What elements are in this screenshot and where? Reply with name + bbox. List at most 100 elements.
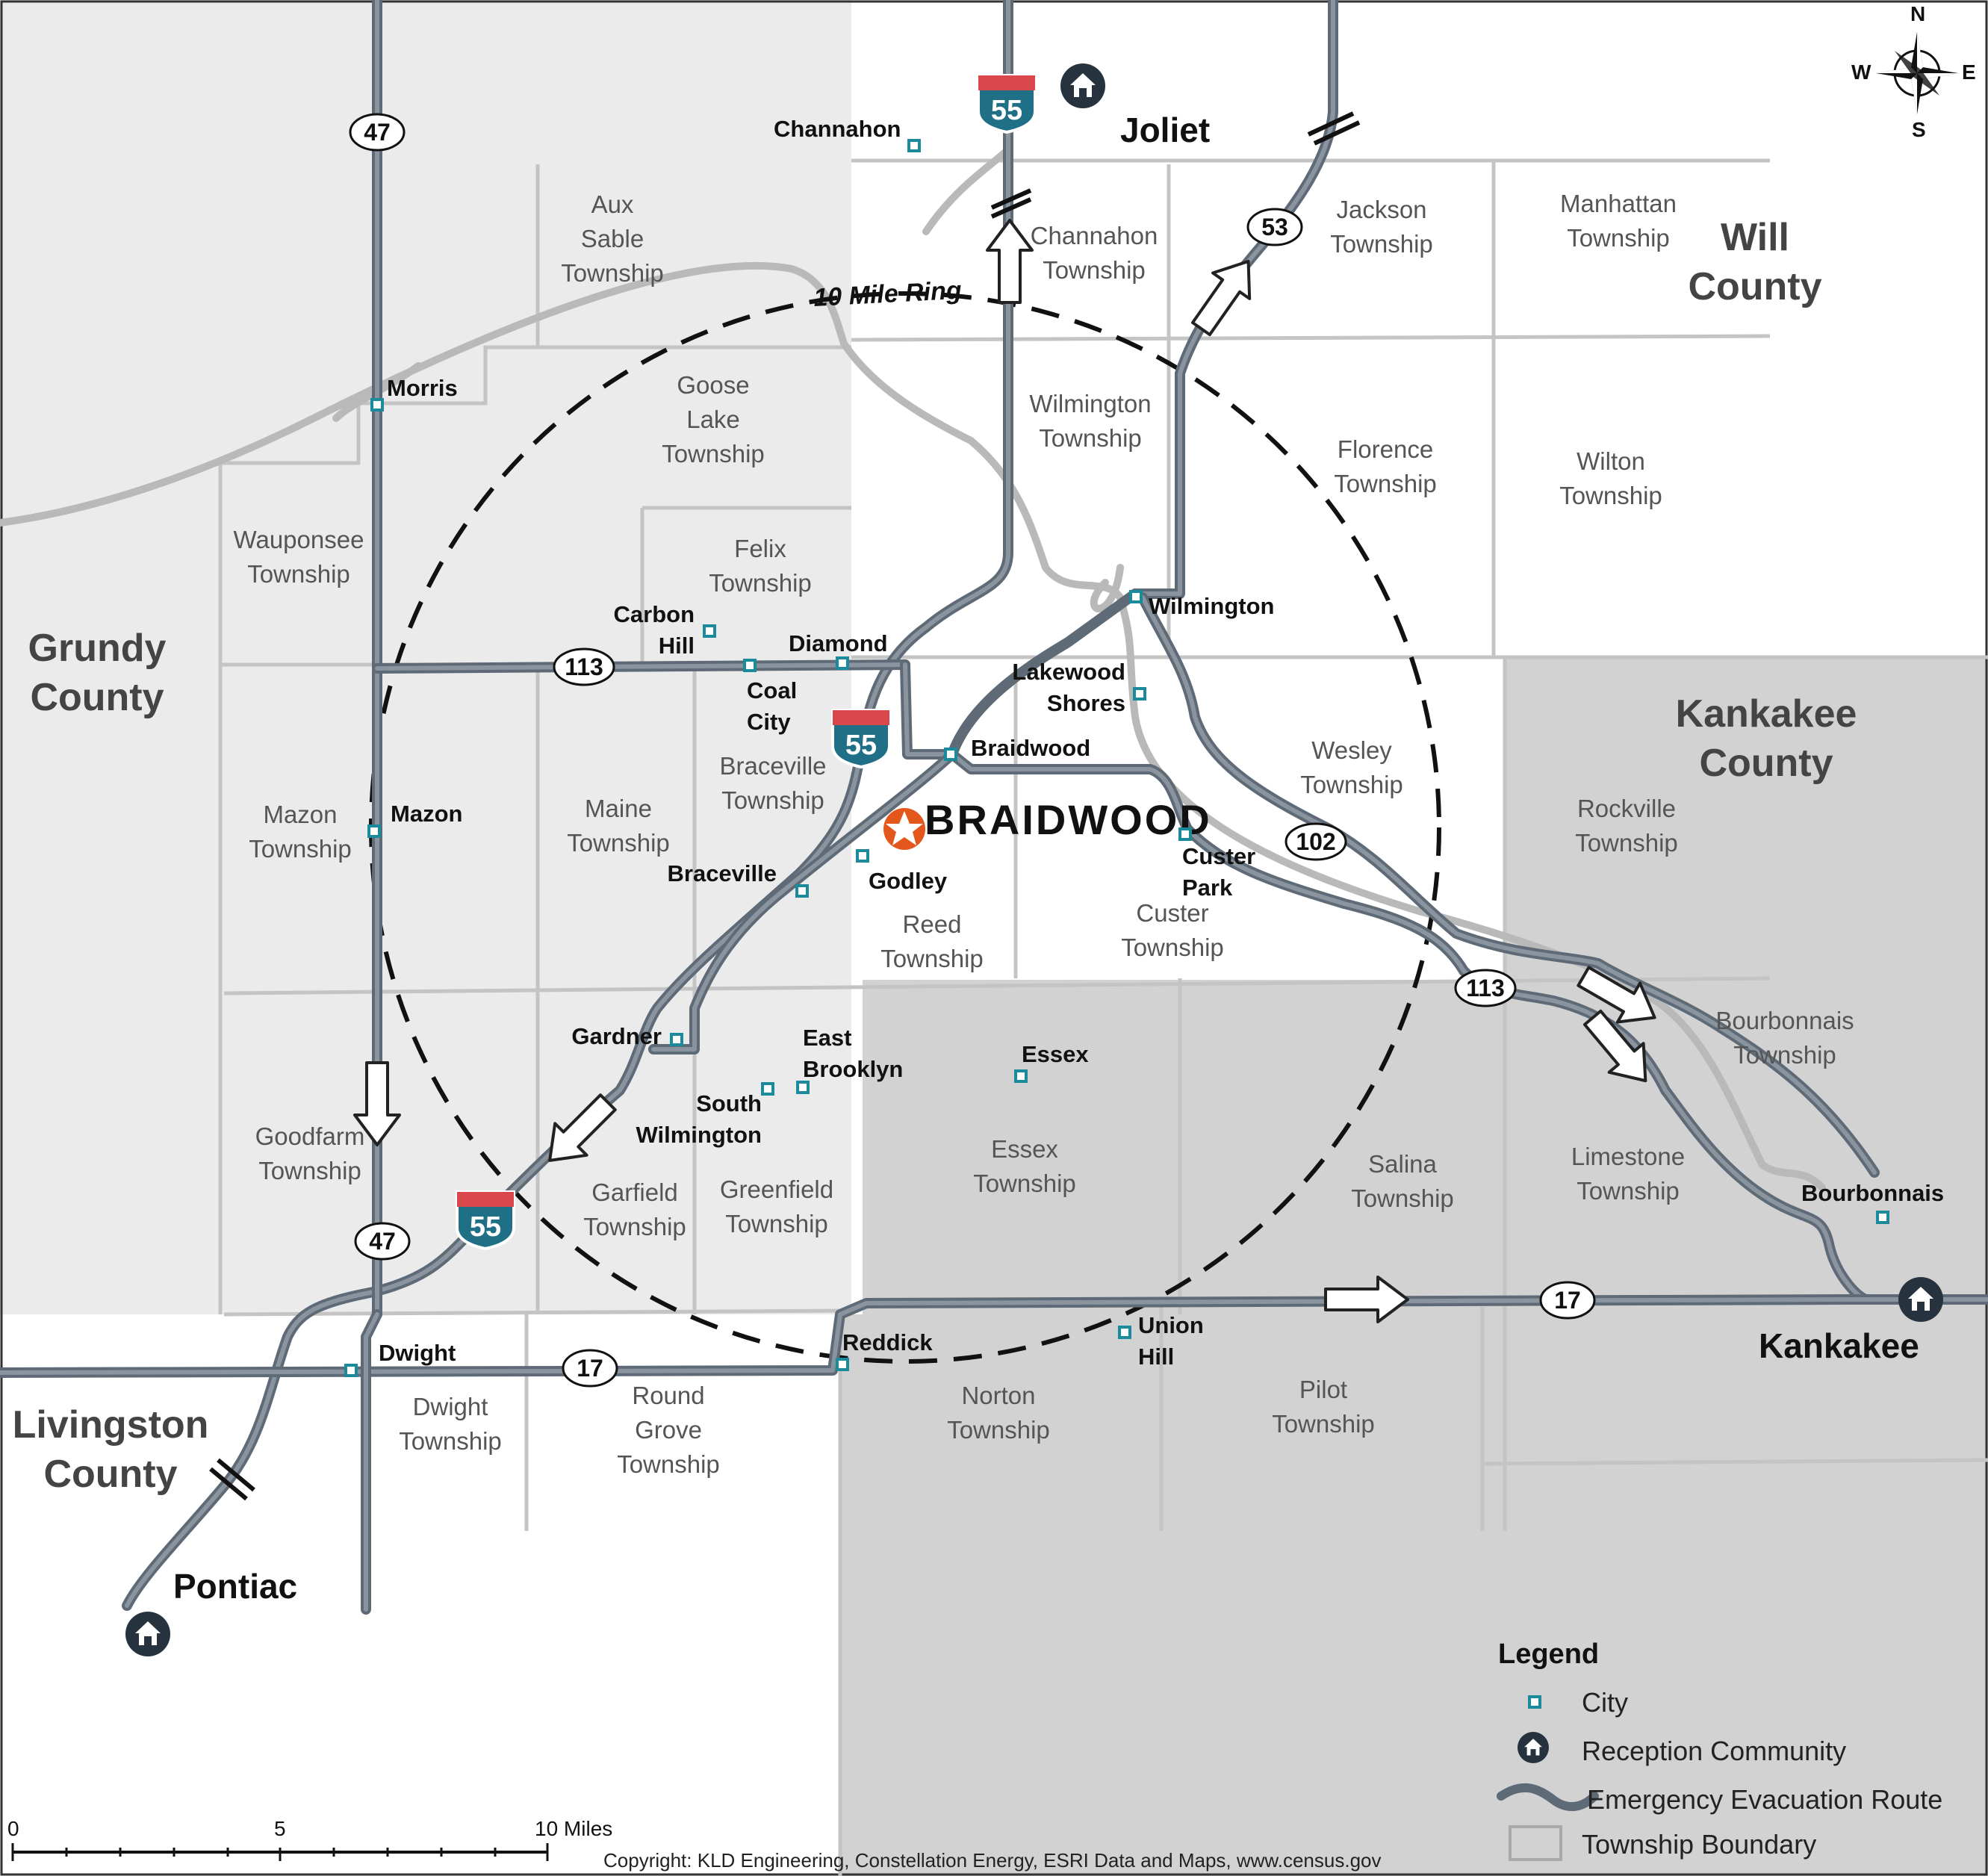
scale-bar: 0 5 10 Miles [7, 1817, 612, 1861]
state-route-shield: 113 [1454, 969, 1517, 1007]
city-marker [796, 1081, 810, 1094]
city-marker [761, 1082, 774, 1096]
reception-home-icon [1060, 63, 1105, 108]
legend-route-label: Emergency Evacuation Route [1587, 1784, 1942, 1815]
legend-city-marker [1528, 1695, 1541, 1709]
city-marker [1129, 590, 1143, 603]
city-label: Braceville [668, 860, 777, 886]
svg-text:17: 17 [577, 1355, 603, 1382]
compass-w: W [1851, 60, 1871, 84]
city-marker [907, 139, 921, 152]
city-marker [836, 656, 849, 670]
city-marker [344, 1364, 358, 1377]
city-label: Essex [1022, 1041, 1089, 1067]
reception-home-icon [125, 1612, 170, 1656]
city-label: Godley [869, 868, 948, 894]
interstate-shield: 55 [977, 74, 1037, 134]
city-marker [670, 1033, 683, 1046]
city-marker [1118, 1326, 1131, 1339]
city-marker [1178, 827, 1192, 841]
interstate-shield: 55 [456, 1190, 515, 1250]
route-break-marks [209, 111, 1361, 1501]
city-marker [370, 398, 384, 411]
reception-communities: Joliet Kankakee Pontiac [125, 63, 1943, 1656]
scale-tick-10: 10 Miles [535, 1817, 612, 1840]
scale-tick-5: 5 [274, 1817, 286, 1840]
svg-text:55: 55 [991, 95, 1022, 126]
legend: Legend City Reception Community Emergenc… [1497, 1639, 1942, 1861]
city-marker [836, 1358, 849, 1371]
state-route-shield: 102 [1285, 822, 1347, 861]
city-marker [703, 624, 716, 638]
city-label: Diamond [789, 630, 888, 656]
interstate-shield: 55 [831, 709, 891, 768]
svg-text:53: 53 [1261, 214, 1288, 240]
legend-boundary-label: Township Boundary [1582, 1829, 1816, 1860]
city-label: Dwight [379, 1340, 456, 1366]
plant-marker: BRAIDWOOD [883, 796, 1212, 850]
svg-text:47: 47 [369, 1228, 396, 1255]
legend-boundary-swatch [1509, 1825, 1562, 1861]
state-route-shield: 47 [354, 1222, 411, 1261]
city-marker [856, 849, 869, 863]
city-label: Reddick [842, 1329, 933, 1355]
legend-route-swatch [1497, 1783, 1599, 1812]
compass-n: N [1910, 2, 1925, 25]
reception-joliet: Joliet [1120, 111, 1210, 149]
svg-text:17: 17 [1554, 1287, 1581, 1314]
svg-text:55: 55 [845, 730, 877, 761]
city-marker [367, 824, 381, 838]
plant-label: BRAIDWOOD [925, 796, 1212, 843]
state-route-shield: 113 [553, 647, 615, 686]
state-route-shield: 17 [562, 1349, 618, 1388]
legend-reception-label: Reception Community [1582, 1736, 1846, 1766]
city-label: Braidwood [971, 735, 1090, 761]
svg-text:113: 113 [565, 653, 603, 680]
state-route-shield: 17 [1539, 1281, 1596, 1320]
legend-city-label: City [1582, 1687, 1628, 1718]
city-marker [743, 659, 757, 672]
compass-s: S [1912, 118, 1926, 141]
legend-home-icon [1518, 1732, 1549, 1763]
city-marker [1876, 1211, 1889, 1224]
grundy-county-area [0, 0, 851, 1314]
city-label: Morris [387, 375, 458, 401]
svg-text:113: 113 [1466, 975, 1505, 1001]
